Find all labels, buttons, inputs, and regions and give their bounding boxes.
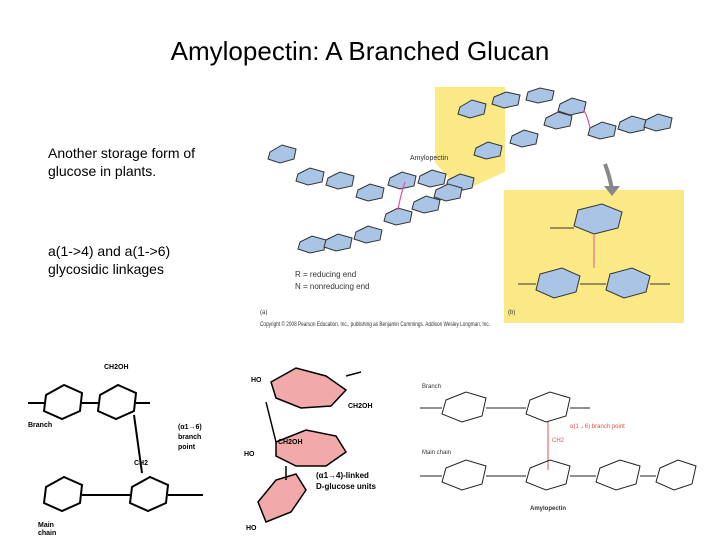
branch-point-line-3: point [178, 444, 196, 451]
main-chain-label-right: Main chain [422, 450, 451, 456]
amylopectin-bottom-label: Amylopectin [530, 506, 566, 512]
branch-point-note: α(1→6) branch point [570, 424, 625, 430]
branch-link-2 [583, 109, 591, 129]
legend-nonreducing-end: N = nonreducing end [295, 282, 370, 291]
branch-label: Branch [28, 422, 52, 429]
upper-rings [28, 383, 150, 421]
link-3 [345, 371, 362, 377]
linked-units-line-1: (α1→4)-linked [316, 471, 369, 480]
ch2-label-right: CH2 [552, 438, 565, 444]
branch-link-1 [397, 181, 406, 211]
linked-units-line-2: D-glucose units [316, 482, 377, 491]
linkage-line-2: glycosidic linkages [48, 261, 164, 277]
link-1 [265, 401, 277, 443]
amylopectin-label: Amylopectin [410, 155, 448, 162]
ch2oh-label-middle: CH2OH [278, 439, 303, 446]
main-chain-line-2: chain [38, 530, 56, 535]
legend-reducing-end: R = reducing end [295, 270, 356, 279]
lower-rings [42, 414, 203, 513]
branch-point-structure: CH2OH CH2 Branch (α1→6) branch point Mai… [28, 364, 203, 535]
zoom-arrow-head [604, 186, 620, 196]
panel-a-label: (a) [260, 310, 267, 316]
lower-chain [297, 183, 463, 254]
panel-b-label: (b) [508, 310, 515, 316]
ho-label-top: HO [251, 377, 262, 384]
branch-label-right: Branch [422, 384, 441, 390]
branch-point-line-1: (α1→6) [178, 424, 202, 431]
copyright-text: Copyright © 2008 Pearson Education, Inc.… [260, 321, 490, 328]
ch2oh-label: CH2OH [104, 364, 129, 371]
upper-chain [457, 87, 673, 140]
helical-chain-structure: HO CH2OH CH2OH HO HO (α1→4)-linked D-glu… [244, 367, 377, 532]
pink-ring-bottom [257, 473, 307, 523]
branch-point-line-2: branch [178, 434, 201, 441]
middle-chain [267, 111, 573, 202]
main-chain-line-1: Main [38, 522, 54, 529]
amylopectin-haworth-structure: Branch Main chain α(1→6) branch point CH… [420, 384, 697, 512]
description-line-1: Another storage form of [48, 145, 196, 161]
ch2oh-label-top: CH2OH [348, 403, 373, 410]
pink-ring-middle [275, 429, 348, 467]
zoomed-glucose-ring-top [550, 203, 623, 235]
description-line-2: glucose in plants. [48, 163, 157, 179]
linkage-text: a(1->4) and a(1->6) glycosidic linkages [48, 242, 170, 278]
pink-ring-top [270, 367, 348, 409]
ho-label-bottom: HO [246, 525, 257, 532]
linkage-line-1: a(1->4) and a(1->6) [48, 243, 171, 259]
ch2-label: CH2 [134, 460, 148, 467]
ho-label-middle: HO [244, 451, 255, 458]
description-text: Another storage form of glucose in plant… [48, 144, 195, 180]
zoomed-glucose-rings-bottom [518, 234, 670, 299]
main-chain-rings [420, 459, 697, 491]
branch-rings [420, 391, 590, 470]
slide-title: Amylopectin: A Branched Glucan [170, 36, 550, 66]
highlight-wedge [435, 87, 505, 192]
amylopectin-top-figure: Amylopectin R = reducing end N = nonredu… [260, 87, 684, 328]
